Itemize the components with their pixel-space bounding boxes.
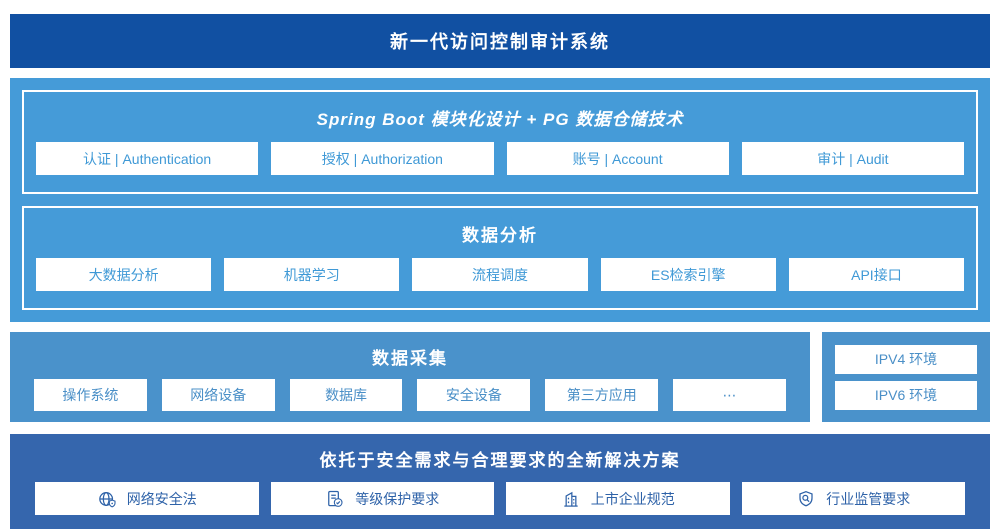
solution-box-label: 上市企业规范 [590, 490, 675, 507]
solution-box-cybersecurity-law: 网络安全法 [35, 482, 259, 515]
collection-box-network: 网络设备 [161, 379, 275, 411]
analysis-box-workflow: 流程调度 [412, 258, 588, 291]
shield-search-icon [796, 489, 816, 509]
analysis-box-bigdata: 大数据分析 [36, 258, 212, 291]
collection-section: 数据采集 操作系统 网络设备 数据库 安全设备 第三方应用 ⋯ [10, 332, 810, 422]
solution-box-label: 等级保护要求 [355, 490, 440, 507]
building-icon [561, 489, 581, 509]
solution-box-label: 行业监管要求 [826, 490, 911, 507]
collection-row: 数据采集 操作系统 网络设备 数据库 安全设备 第三方应用 ⋯ IPV4 环境 … [10, 332, 990, 422]
solution-title: 依托于安全需求与合理要求的全新解决方案 [319, 451, 681, 470]
globe-security-icon [97, 489, 117, 509]
solution-box-label: 网络安全法 [126, 490, 197, 507]
env-box-ipv6: IPV6 环境 [835, 380, 977, 410]
platform-section: Spring Boot 模块化设计 + PG 数据仓储技术 认证 | Authe… [10, 78, 990, 322]
solution-section: 依托于安全需求与合理要求的全新解决方案 网络安全法 [10, 434, 990, 529]
module-group-title: Spring Boot 模块化设计 + PG 数据仓储技术 [316, 110, 684, 129]
collection-title: 数据采集 [372, 349, 448, 368]
solution-box-classified-protection: 等级保护要求 [270, 482, 494, 515]
env-box-ipv4: IPV4 环境 [835, 344, 977, 374]
module-group: Spring Boot 模块化设计 + PG 数据仓储技术 认证 | Authe… [22, 90, 978, 194]
analysis-group-title: 数据分析 [462, 226, 538, 245]
module-box-authentication: 认证 | Authentication [36, 142, 259, 175]
collection-box-thirdparty: 第三方应用 [545, 379, 659, 411]
page-title: 新一代访问控制审计系统 [390, 32, 610, 52]
solution-box-row: 网络安全法 等级保护要求 [35, 482, 965, 515]
analysis-box-es: ES检索引擎 [600, 258, 776, 291]
module-box-audit: 审计 | Audit [741, 142, 964, 175]
module-box-row: 认证 | Authentication 授权 | Authorization 账… [24, 142, 976, 192]
analysis-box-ml: 机器学习 [224, 258, 400, 291]
module-box-account: 账号 | Account [506, 142, 729, 175]
environment-section: IPV4 环境 IPV6 环境 [822, 332, 990, 422]
analysis-box-row: 大数据分析 机器学习 流程调度 ES检索引擎 API接口 [24, 258, 976, 308]
collection-box-database: 数据库 [289, 379, 403, 411]
collection-box-more: ⋯ [673, 379, 786, 411]
collection-box-row: 操作系统 网络设备 数据库 安全设备 第三方应用 ⋯ [34, 379, 786, 411]
module-box-authorization: 授权 | Authorization [271, 142, 494, 175]
document-check-icon [325, 489, 345, 509]
solution-box-industry-regulation: 行业监管要求 [741, 482, 965, 515]
collection-box-os: 操作系统 [34, 379, 147, 411]
banner: 新一代访问控制审计系统 [10, 14, 990, 68]
solution-box-listed-company: 上市企业规范 [506, 482, 730, 515]
analysis-group: 数据分析 大数据分析 机器学习 流程调度 ES检索引擎 API接口 [22, 206, 978, 310]
analysis-box-api: API接口 [788, 258, 965, 291]
collection-box-security: 安全设备 [417, 379, 531, 411]
